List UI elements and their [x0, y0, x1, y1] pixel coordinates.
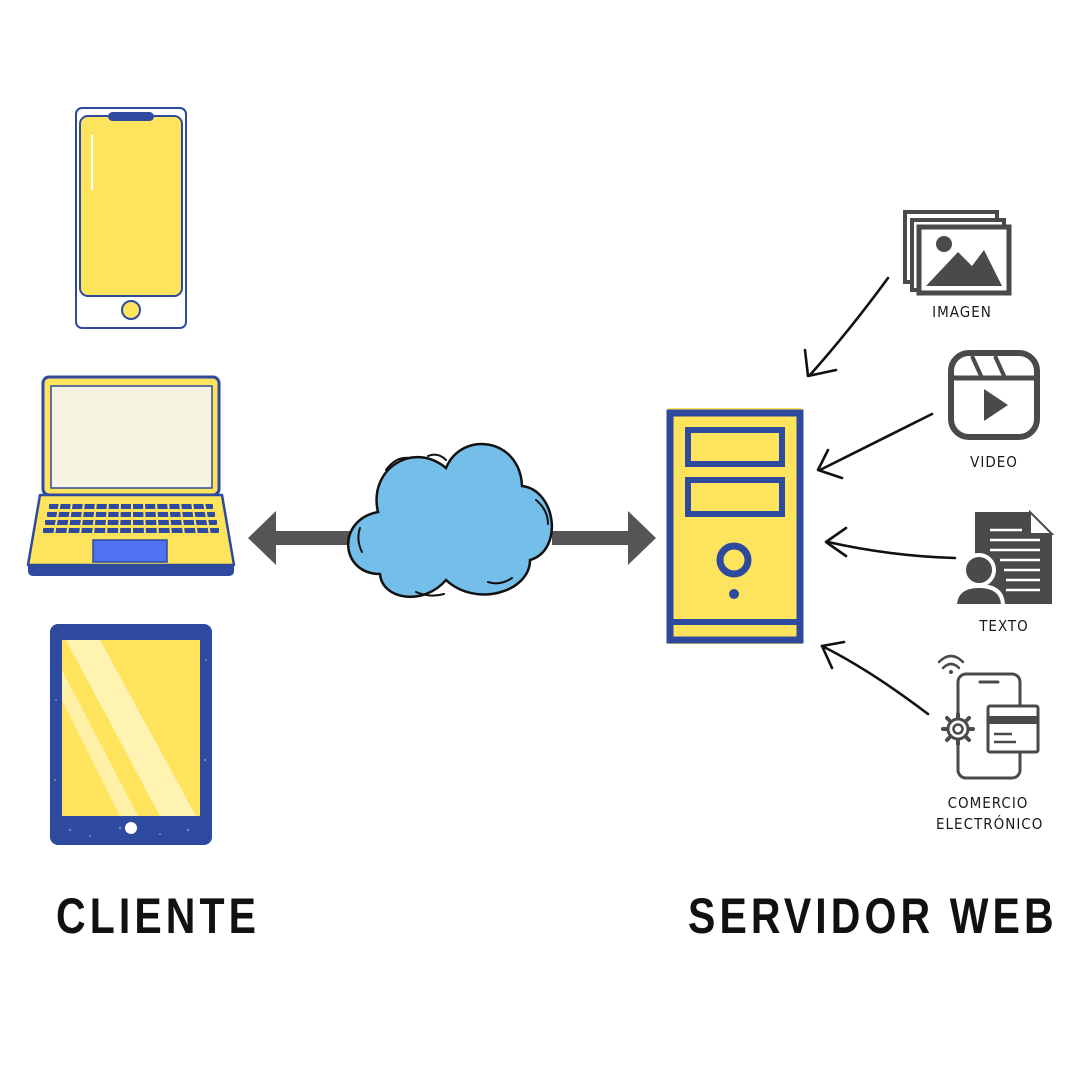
laptop-icon [26, 375, 236, 576]
ecommerce-icon [937, 654, 1040, 780]
text-document-icon [952, 509, 1055, 608]
content-label-text: TEXTO [979, 617, 1029, 635]
arrow-ecommerce-to-server [820, 640, 930, 716]
right-arrow [552, 511, 656, 565]
left-arrow [248, 511, 352, 565]
tablet-icon [50, 624, 212, 845]
cloud-icon [347, 442, 554, 598]
content-label-video: VIDEO [970, 453, 1018, 471]
arrow-text-to-server [824, 526, 957, 560]
content-label-image: IMAGEN [932, 303, 992, 321]
content-label-ecommerce: COMERCIO ELECTRÓNICO [936, 794, 1044, 833]
arrow-video-to-server [816, 412, 934, 480]
smartphone-icon [75, 107, 187, 329]
arrow-image-to-server [803, 276, 890, 378]
server-title: SERVIDOR WEB [688, 888, 1058, 944]
video-icon [948, 350, 1040, 440]
web-server-icon [666, 408, 804, 644]
image-icon [903, 210, 1012, 296]
client-title: CLIENTE [56, 888, 261, 944]
